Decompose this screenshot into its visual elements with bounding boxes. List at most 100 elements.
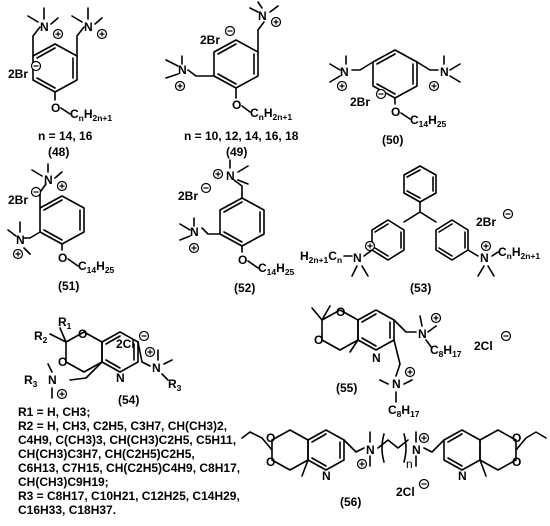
r2-definition-line: C4H9, C(CH3)3, CH(CH3)C2H5, C5H11, <box>18 433 236 447</box>
compound-53: N H2n+1Cn N CnH2n+1 2Br (53) <box>300 165 540 295</box>
o-atom: O <box>336 305 345 319</box>
dioxane-ring <box>479 429 517 471</box>
phenyl-ring <box>403 165 437 203</box>
n-atom: N <box>258 9 267 23</box>
n-atom: N <box>44 173 53 187</box>
compound-50: N N 2Br O C14H25 (50) <box>329 49 461 147</box>
alkyl-chain: C14H25 <box>78 259 115 275</box>
n-atom: N <box>178 63 187 77</box>
counterion-label: 2Br <box>8 193 28 207</box>
o-atom: O <box>314 333 323 347</box>
n-atom: N <box>152 361 161 375</box>
compound-label: (50) <box>382 133 403 147</box>
alkyl-chain: CnH2n+1 <box>70 107 112 123</box>
compound-56: O O N N n N N O O 2Cl (56) <box>241 429 547 509</box>
n-atom: N <box>190 225 199 239</box>
n-atom: N <box>48 373 57 387</box>
n-atom: N <box>392 377 401 391</box>
pyridine-ring <box>443 429 481 471</box>
n-atom: N <box>226 169 235 183</box>
compound-label: (51) <box>58 279 79 293</box>
o-atom: O <box>78 327 87 341</box>
pyridine-ring <box>307 429 345 471</box>
n-atom: N <box>84 20 93 34</box>
compound-51: N 2Br N O C14H25 (51) <box>7 163 115 293</box>
compound-label: (52) <box>234 281 255 295</box>
compound-label: (48) <box>48 145 69 159</box>
bracket-right <box>403 433 407 463</box>
counterion-label: 2Br <box>200 33 220 47</box>
o-atom: O <box>512 455 521 469</box>
o-atom: O <box>391 105 400 119</box>
bracket-left <box>381 433 385 463</box>
n-atom: N <box>322 469 331 483</box>
o-atom: O <box>266 455 275 469</box>
compound-label: (53) <box>410 281 431 295</box>
alkyl-chain: H2n+1Cn <box>300 249 342 265</box>
compound-49: N 2Br N O CnH2n+1 n = 10, 12, 14, 16, 18… <box>165 1 299 159</box>
n-atom: N <box>412 443 421 457</box>
benzene-ring <box>219 197 265 247</box>
r3-label: R3 <box>168 377 182 393</box>
n-atom: N <box>480 251 489 265</box>
o-atom: O <box>58 251 67 265</box>
phenyl-ring <box>371 219 405 261</box>
pyridine-ring <box>357 309 395 351</box>
counterion-label: 2Cl <box>116 337 135 351</box>
substituent-definitions: R1 = H, CH3; R2 = H, CH3, C2H5, C3H7, CH… <box>18 405 240 517</box>
alkyl-chain: CnH2n+1 <box>498 245 540 261</box>
alkyl-chain: CnH2n+1 <box>250 106 292 122</box>
n-atom: N <box>372 351 381 365</box>
o-atom: O <box>58 355 67 369</box>
alkyl-chain: C14H25 <box>258 261 295 277</box>
r3-definition-line: R3 = C8H17, C10H21, C12H25, C14H29, <box>18 489 240 503</box>
compound-52: N 2Br N O C14H25 (52) <box>178 159 295 295</box>
n-atom: N <box>340 65 349 79</box>
alkyl-chain: C14H25 <box>410 113 447 129</box>
n-atom: N <box>116 371 125 385</box>
o-atom: O <box>51 101 60 115</box>
o-atom: O <box>232 98 241 112</box>
r2-definition-line: C6H13, C7H15, CH(C2H5)C4H9, C8H17, <box>18 461 240 475</box>
r2-definition-line: R2 = H, CH3, C2H5, C3H7, CH(CH3)2, <box>18 419 227 433</box>
compound-label: (54) <box>118 393 139 407</box>
counterion-label: 2Br <box>350 95 370 109</box>
compound-label: (56) <box>340 495 361 509</box>
compound-label: (49) <box>226 145 247 159</box>
n-values: n = 10, 12, 14, 16, 18 <box>184 129 299 143</box>
r3-definition-line: C16H33, C18H37. <box>18 503 116 517</box>
counterion-label: 2Br <box>476 215 496 229</box>
r2-label: R2 <box>34 329 48 345</box>
n-atom: N <box>353 251 362 265</box>
o-atom: O <box>238 253 247 267</box>
o-atom: O <box>266 431 275 445</box>
alkyl-chain: C8H17 <box>388 403 420 419</box>
counterion-label: 2Cl <box>474 339 493 353</box>
counterion-label: 2Br <box>178 189 198 203</box>
compound-label: (55) <box>336 381 357 395</box>
n-atom: N <box>40 20 49 34</box>
n-values: n = 14, 16 <box>38 129 93 143</box>
counterion-label: 2Br <box>8 67 28 81</box>
n-atom: N <box>16 233 25 247</box>
dioxane-ring <box>271 429 309 471</box>
compound-48: N N 2Br O CnH2n+1 n = 14, 16 (48) <box>8 7 112 159</box>
r2-definition-line: CH(CH3)C9H19; <box>18 475 109 489</box>
n-atom: N <box>366 443 375 457</box>
n-atom: N <box>440 65 449 79</box>
phenyl-ring <box>435 219 469 261</box>
compound-54: O O N R1 R2 N R3 N R3 2Cl (54) <box>24 315 182 407</box>
benzene-ring <box>213 39 259 89</box>
n-subscript: n <box>406 457 413 471</box>
r3-label: R3 <box>24 373 38 389</box>
r1-definition: R1 = H, CH3; <box>18 405 90 419</box>
o-atom: O <box>512 431 521 445</box>
r2-definition-line: CH(CH3)C3H7, CH(C2H5)C2H5, <box>18 447 195 461</box>
benzene-ring <box>39 195 85 245</box>
n-atom: N <box>418 327 427 341</box>
alkyl-chain: C8H17 <box>430 343 462 359</box>
r1-label: R1 <box>58 315 72 331</box>
counterion-label: 2Cl <box>396 485 415 499</box>
